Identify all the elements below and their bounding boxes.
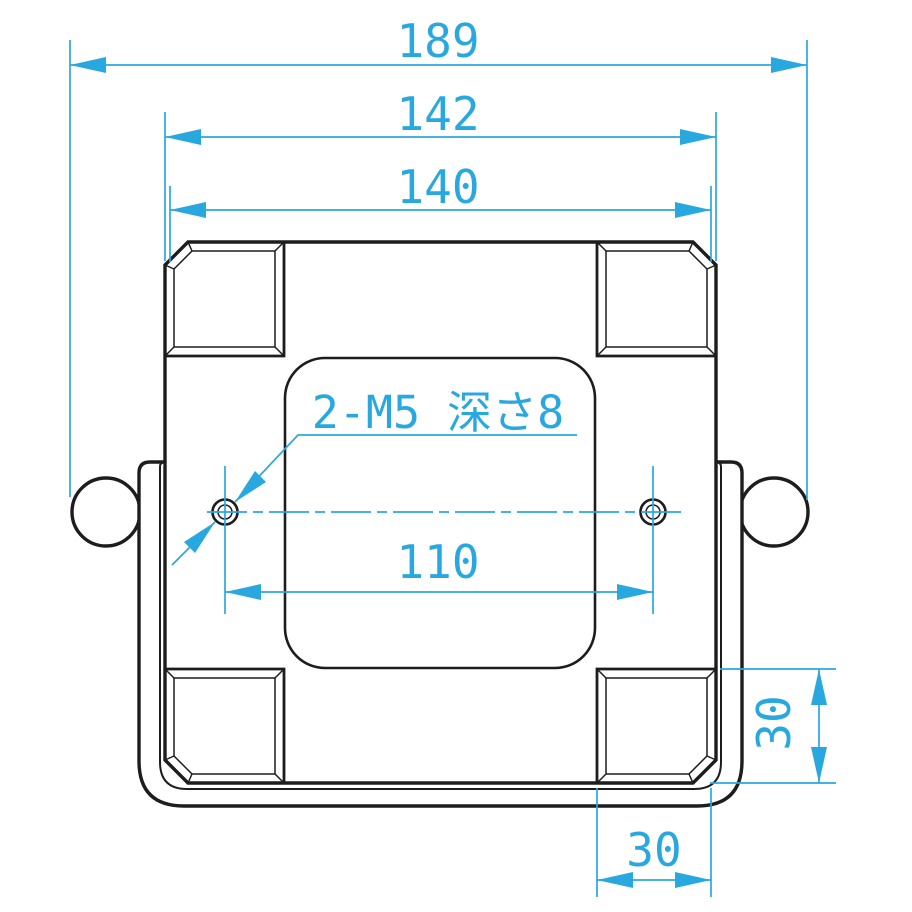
arrow-right [675,872,711,888]
dimension-value: 30 [626,823,681,877]
pad-outer-edge [595,667,718,785]
hole-note-leader: 2-M5 深さ8 [171,386,577,566]
pad-outer-edge [163,240,286,358]
pad-outer-edge [163,667,286,785]
pad-top-face [173,250,276,348]
arrow-left [597,872,633,888]
corner-pad-top-left [163,240,286,358]
arrow-left [70,57,106,73]
dimension-pad-span: 140 [169,160,712,262]
pad-bevel-lines [164,241,285,357]
pad-top-face [173,677,276,775]
arrow-right [680,129,716,145]
corner-pad-top-right [595,240,718,358]
arrow-left [225,584,261,600]
dimension-value: 110 [396,535,479,589]
dimension-value: 140 [396,160,479,214]
dimension-body-width: 142 [164,87,717,261]
dimension-value: 142 [396,87,479,141]
dimension-value: 189 [396,14,479,68]
arrow-left [170,202,206,218]
pad-outer-edge [595,240,718,358]
center-recess-outline [283,356,597,670]
side-knobs [70,476,810,548]
hole-note-text: 2-M5 深さ8 [312,386,565,439]
dimension-pad-width: 30 [596,788,712,897]
left-knob-circle [70,476,142,548]
dimension-value: 30 [747,695,801,750]
pad-top-face [605,677,708,775]
corner-pad-bottom-right [595,667,718,785]
arrow-right [675,202,711,218]
dimension-pad-height: 30 [710,668,836,784]
corner-pad-bottom-left [163,667,286,785]
leader-arrow-lower [184,522,215,553]
pad-bevel-lines [164,668,285,784]
arrow-right [771,57,807,73]
pad-bevel-lines [596,668,717,784]
arrow-right [617,584,653,600]
arrow-left [165,129,201,145]
pad-bevel-lines [596,241,717,357]
right-knob-circle [738,476,810,548]
dimension-overall-width: 189 [69,14,808,500]
base-inner-outline [159,461,722,790]
dimension-hole-pitch: 110 [224,466,654,614]
leader-arrow-upper [235,471,266,502]
arrow-down [811,747,827,783]
pad-top-face [605,250,708,348]
arrow-up [811,669,827,705]
